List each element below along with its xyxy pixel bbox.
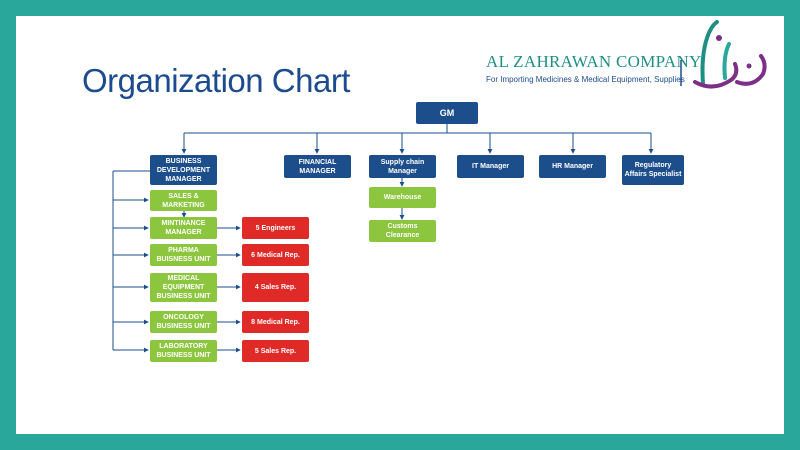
company-logo xyxy=(680,20,767,89)
dept-business-development: BUSINESS DEVELOPMENT MANAGER xyxy=(150,155,217,185)
dept-supply-chain: Supply chain Manager xyxy=(369,155,436,178)
team-4-sales-rep: 4 Sales Rep. xyxy=(242,273,309,302)
unit-customs-clearance: Customs Clearance xyxy=(369,220,436,242)
connector-lines xyxy=(112,124,654,353)
company-tagline: For Importing Medicines & Medical Equipm… xyxy=(486,75,685,84)
team-5-sales-rep: 5 Sales Rep. xyxy=(242,340,309,362)
team-5-engineers: 5 Engineers xyxy=(242,217,309,239)
company-header: AL ZAHRAWAN COMPANY For Importing Medici… xyxy=(486,52,702,84)
unit-maintenance-manager: MINTINANCE MANAGER xyxy=(150,217,217,239)
unit-laboratory: LABORATORY BUSINESS UNIT xyxy=(150,340,217,362)
slide: Organization Chart AL ZAHRAWAN COMPANY F… xyxy=(16,16,784,434)
dept-regulatory-affairs: Regulatory Affairs Specialist xyxy=(622,155,684,185)
team-8-medical-rep: 8 Medical Rep. xyxy=(242,311,309,333)
dept-it: IT Manager xyxy=(457,155,524,178)
unit-medical-equipment: MEDICAL EQUIPMENT BUSINESS UNIT xyxy=(150,273,217,302)
dept-hr: HR Manager xyxy=(539,155,606,178)
dept-financial: FINANCIAL MANAGER xyxy=(284,155,351,178)
team-6-medical-rep: 6 Medical Rep. xyxy=(242,244,309,266)
company-name: AL ZAHRAWAN COMPANY xyxy=(486,52,702,71)
unit-sales-marketing: SALES & MARKETING xyxy=(150,190,217,211)
unit-oncology: ONCOLOGY BUSINESS UNIT xyxy=(150,311,217,333)
gm-box: GM xyxy=(416,102,478,124)
page-title: Organization Chart xyxy=(82,62,350,99)
unit-pharma: PHARMA BUISNESS UNIT xyxy=(150,244,217,266)
unit-warehouse: Warehouse xyxy=(369,187,436,208)
